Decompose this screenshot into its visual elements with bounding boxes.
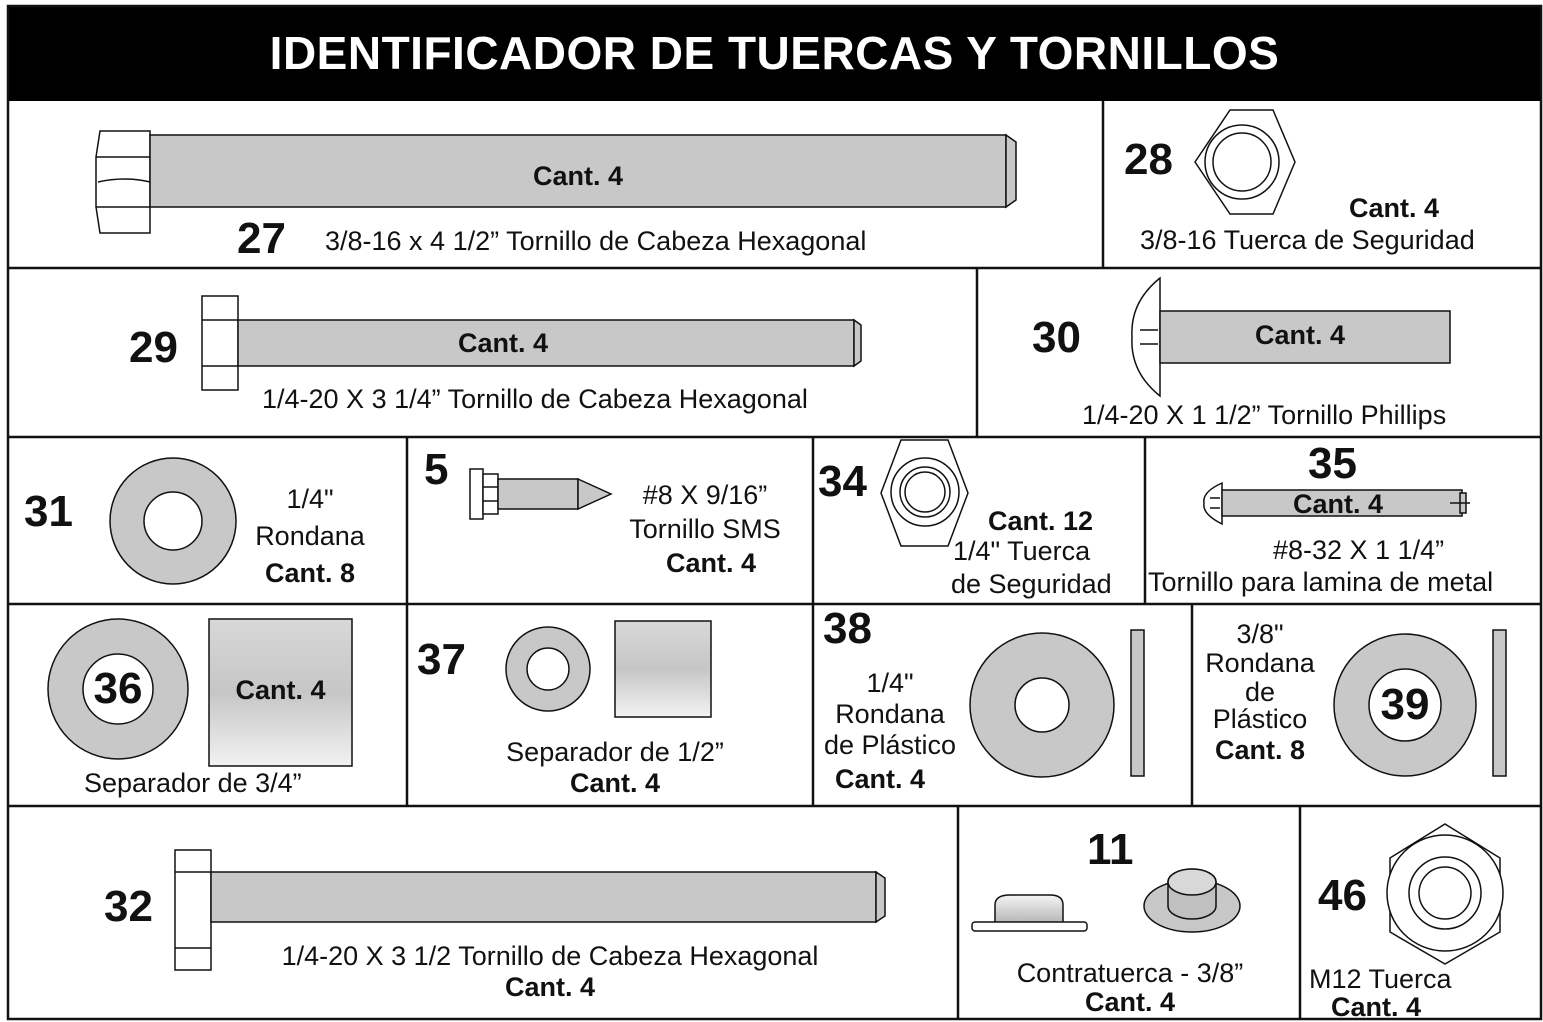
line1-38: 1/4" xyxy=(866,668,914,698)
desc-37: Separador de 1/2” xyxy=(506,737,724,767)
desc-34-line2: de Seguridad xyxy=(951,569,1112,599)
qty-38: Cant. 4 xyxy=(835,764,926,794)
line1-39: 3/8" xyxy=(1236,619,1284,649)
qty-28: Cant. 4 xyxy=(1349,193,1440,223)
line3-39: de xyxy=(1244,677,1276,707)
line2-39: Rondana xyxy=(1205,648,1315,678)
desc-11: Contratuerca - 3/8” xyxy=(1016,958,1244,988)
spacer-36-drawing xyxy=(47,618,353,767)
size-35: #8-32 X 1 1/4” xyxy=(1273,535,1445,565)
part-number-29: 29 xyxy=(129,323,178,372)
plastic-washer-39-drawing xyxy=(1333,629,1507,777)
qty-32: Cant. 4 xyxy=(504,972,596,1002)
name-35: Tornillo para lamina de metal xyxy=(1148,567,1494,597)
spacer-37-drawing xyxy=(505,620,712,718)
part-number-36: 36 xyxy=(93,664,143,713)
lock-nut-34-drawing xyxy=(880,439,969,547)
part-number-5: 5 xyxy=(424,445,449,494)
phillips-screw-30-drawing xyxy=(1131,276,1451,398)
desc-29: 1/4-20 X 3 1/4” Tornillo de Cabeza Hexag… xyxy=(262,384,808,414)
desc-46: M12 Tuerca xyxy=(1309,964,1452,994)
part-number-27: 27 xyxy=(237,214,286,263)
part-number-30: 30 xyxy=(1032,313,1081,362)
grid-lines xyxy=(6,4,1543,1021)
line3-38: de Plástico xyxy=(823,730,957,760)
desc-27: 3/8-16 x 4 1/2” Tornillo de Cabeza Hexag… xyxy=(325,226,867,256)
cap-nut-11-drawing xyxy=(971,868,1241,933)
qty-46: Cant. 4 xyxy=(1331,992,1422,1022)
desc-28: 3/8-16 Tuerca de Seguridad xyxy=(1140,225,1475,255)
plastic-washer-38-drawing xyxy=(969,629,1145,778)
desc-30: 1/4-20 X 1 1/2” Tornillo Phillips xyxy=(1082,400,1447,430)
part-number-37: 37 xyxy=(417,635,466,684)
qty-37: Cant. 4 xyxy=(569,768,661,798)
hex-bolt-29-drawing xyxy=(201,295,862,391)
hex-bolt-27-drawing xyxy=(95,130,1017,234)
part-number-11: 11 xyxy=(1087,825,1134,874)
size-31: 1/4" xyxy=(286,484,334,514)
qty-31: Cant. 8 xyxy=(264,558,356,588)
qty-29: Cant. 4 xyxy=(458,328,549,358)
lock-nut-28-drawing xyxy=(1194,109,1296,215)
qty-36: Cant. 4 xyxy=(235,675,326,705)
part-number-46: 46 xyxy=(1318,871,1367,920)
page-title: IDENTIFICADOR DE TUERCAS Y TORNILLOS xyxy=(8,6,1541,101)
line2-38: Rondana xyxy=(835,699,945,729)
size-5: #8 X 9/16” xyxy=(642,480,768,510)
part-number-35: 35 xyxy=(1308,439,1357,488)
qty-5: Cant. 4 xyxy=(666,548,757,578)
sms-screw-5-drawing xyxy=(469,468,613,520)
washer-31-drawing xyxy=(109,457,237,585)
qty-27: Cant. 4 xyxy=(532,161,624,191)
part-number-31: 31 xyxy=(24,487,73,536)
part-number-38: 38 xyxy=(823,604,872,653)
part-number-32: 32 xyxy=(104,882,153,931)
line4-39: Plástico xyxy=(1212,704,1308,734)
qty-30: Cant. 4 xyxy=(1255,320,1346,350)
desc-36: Separador de 3/4” xyxy=(84,768,302,798)
sheet-metal-screw-35-drawing xyxy=(1203,481,1470,526)
qty-11: Cant. 4 xyxy=(1084,987,1176,1017)
desc-32: 1/4-20 X 3 1/2 Tornillo de Cabeza Hexago… xyxy=(281,941,819,971)
name-31: Rondana xyxy=(255,521,365,551)
qty-39: Cant. 8 xyxy=(1214,735,1306,765)
qty-34: Cant. 12 xyxy=(988,506,1094,536)
part-number-34: 34 xyxy=(818,457,867,506)
part-number-28: 28 xyxy=(1124,135,1173,184)
name-5: Tornillo SMS xyxy=(629,514,781,544)
desc-34-line1: 1/4" Tuerca xyxy=(953,536,1091,566)
part-number-39: 39 xyxy=(1380,680,1430,729)
m12-nut-46-drawing xyxy=(1386,823,1504,965)
qty-35: Cant. 4 xyxy=(1293,489,1384,519)
hex-bolt-32-drawing xyxy=(174,849,886,971)
